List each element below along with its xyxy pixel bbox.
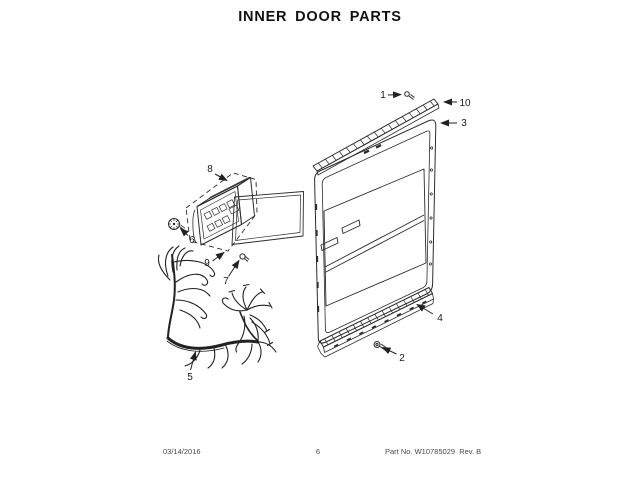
wire-harness: [157, 245, 277, 369]
leader-4: [416, 303, 434, 315]
bottom-vent-strip: [317, 287, 434, 358]
callout-9: 9: [204, 258, 210, 269]
console-screw: [239, 253, 250, 262]
callout-numbers: 1 2 3 4 5 6 7 8 9 10: [187, 90, 471, 383]
page-footer: 03/14/2016 6 Part No. W10785029 Rev. B: [0, 445, 640, 459]
callout-8: 8: [207, 164, 213, 175]
vent-hatching: [324, 289, 429, 345]
callout-1: 1: [380, 90, 386, 101]
door-left-slots: [315, 203, 320, 313]
callout-6: 6: [189, 235, 195, 246]
inner-door-panel: [314, 119, 437, 344]
vent-slots: [333, 300, 427, 348]
footer-part-number: Part No. W10785029 Rev. B: [385, 447, 482, 456]
callout-3: 3: [461, 118, 467, 129]
control-knob: [168, 218, 186, 231]
callout-5: 5: [187, 372, 193, 383]
footer-date: 03/14/2016: [163, 447, 201, 456]
door-recessed-panel: [320, 168, 427, 307]
console-insert-panel: [231, 191, 304, 245]
console-assembly: [185, 172, 258, 252]
leader-9: [212, 251, 225, 262]
leader-1: [387, 91, 402, 99]
leader-5: [189, 351, 197, 371]
vent-strip-screw: [373, 341, 387, 351]
leader-7: [228, 259, 240, 277]
callout-leaders: [179, 91, 457, 371]
page-title: INNER DOOR PARTS: [238, 9, 402, 25]
callout-7: 7: [223, 276, 229, 287]
footer-page-number: 6: [315, 447, 321, 456]
callout-4: 4: [437, 313, 443, 324]
callout-2: 2: [399, 353, 405, 364]
dispenser-slot: [341, 219, 361, 234]
console-buttons: [203, 199, 240, 232]
handle-slot: [320, 237, 339, 251]
callout-10: 10: [459, 98, 471, 109]
trim-hatching: [318, 100, 435, 169]
door-edge-holes: [428, 146, 434, 266]
top-trim-strip: [312, 98, 440, 176]
top-trim-screw: [404, 91, 415, 100]
leader-8: [214, 173, 228, 181]
door-top-tabs: [363, 144, 382, 155]
leader-2: [381, 347, 397, 355]
leader-6: [179, 227, 189, 237]
